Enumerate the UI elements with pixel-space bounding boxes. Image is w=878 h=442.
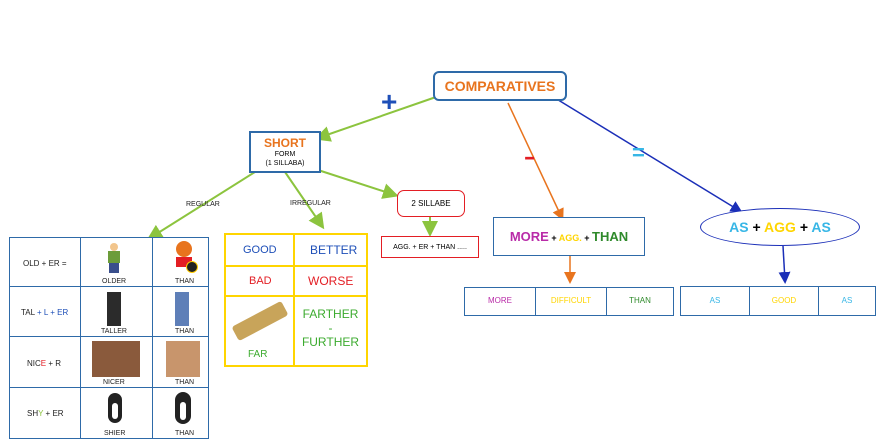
farther-further-labels: FARTHER - FURTHER — [293, 307, 368, 349]
further-label: FURTHER — [301, 335, 360, 349]
more-example-cell — [464, 287, 536, 316]
tall-man-image — [107, 292, 121, 326]
more-example-difficult: DIFFICULT — [550, 296, 592, 305]
line-short-regular — [146, 171, 256, 241]
word-shier: SHIER — [104, 430, 126, 437]
dash-label: - — [328, 321, 333, 335]
word-taller: TALLER — [101, 328, 127, 335]
woman-image — [175, 292, 189, 326]
more-formula-box: MORE + AGG. + THAN — [493, 217, 645, 256]
kid-image — [174, 241, 198, 273]
label-regular: REGULAR — [186, 201, 220, 208]
penguin-image-2 — [175, 392, 191, 424]
short-sub1: FORM — [274, 150, 296, 158]
more-example-cell — [606, 287, 674, 316]
minus-symbol: - — [523, 144, 536, 169]
as-example-as1: AS — [709, 296, 721, 305]
as-formula: AS + AGG + AS — [729, 219, 831, 235]
farther-label: FARTHER — [302, 307, 359, 321]
more-example-row: MORE DIFFICULT THAN — [464, 287, 674, 316]
more-example-cell — [535, 287, 607, 316]
as-example-cell — [818, 286, 876, 316]
better-label: BETTER — [310, 243, 358, 257]
short-title: SHORT — [264, 135, 306, 150]
word-than: THAN — [175, 278, 195, 285]
two-syllable-rule: AGG. + ER + THAN ..... — [393, 243, 467, 251]
as-formula-ellipse: AS + AGG + AS — [700, 208, 860, 246]
word-than: THAN — [175, 430, 195, 437]
two-syllable-title: 2 SILLABE — [411, 199, 451, 208]
equal-symbol: = — [632, 140, 645, 165]
table-row — [224, 265, 295, 297]
short-sub2: (1 SILLABA) — [265, 159, 305, 167]
more-example-than: THAN — [629, 296, 651, 305]
short-box: SHORT FORM (1 SILLABA) — [249, 131, 321, 173]
line-root-more — [507, 102, 564, 221]
as-example-cell — [680, 286, 750, 316]
line-short-2sillabe — [317, 169, 399, 199]
line-short-irregular — [284, 171, 325, 230]
penguin-image — [108, 393, 122, 423]
line-as-example — [778, 245, 791, 284]
plus-symbol: + — [381, 86, 398, 117]
word-than: THAN — [175, 379, 195, 386]
worse-label: WORSE — [308, 274, 354, 288]
word-older: OLDER — [102, 278, 127, 285]
table-row — [9, 286, 81, 337]
more-formula: MORE + AGG. + THAN — [509, 229, 629, 244]
word-than: THAN — [175, 328, 195, 335]
boy-image — [108, 243, 120, 273]
bad-label: BAD — [249, 275, 272, 287]
far-label: FAR — [248, 349, 268, 360]
rule-cell: TAL + L + ER — [21, 308, 69, 317]
more-example-more: MORE — [488, 296, 512, 305]
as-example-as2: AS — [841, 296, 853, 305]
face-image — [92, 341, 140, 377]
two-syllable-box: 2 SILLABE — [397, 190, 465, 217]
table-row — [9, 387, 81, 439]
rule-cell: SHY + ER — [27, 409, 64, 418]
face-image-2 — [166, 341, 200, 377]
regular-table: OLD + ER = OLDER THAN TAL + L + ER TALLE… — [9, 237, 209, 439]
as-example-good: GOOD — [771, 296, 797, 305]
irregular-table: GOOD BETTER BAD WORSE FAR FARTHER - FURT… — [224, 233, 368, 367]
comparatives-title: COMPARATIVES — [444, 78, 556, 94]
comparatives-box: COMPARATIVES — [433, 71, 567, 101]
line-root-as — [554, 97, 743, 213]
word-nicer: NICER — [103, 379, 125, 386]
two-syllable-rule-box: AGG. + ER + THAN ..... — [381, 236, 479, 258]
label-irregular: IRREGULAR — [290, 200, 331, 207]
rule-cell: OLD + ER = — [23, 259, 67, 268]
good-label: GOOD — [243, 244, 277, 256]
line-root-short — [314, 96, 437, 142]
as-example-row: AS GOOD AS — [680, 286, 876, 316]
rule-cell: NICE + R — [27, 359, 62, 368]
